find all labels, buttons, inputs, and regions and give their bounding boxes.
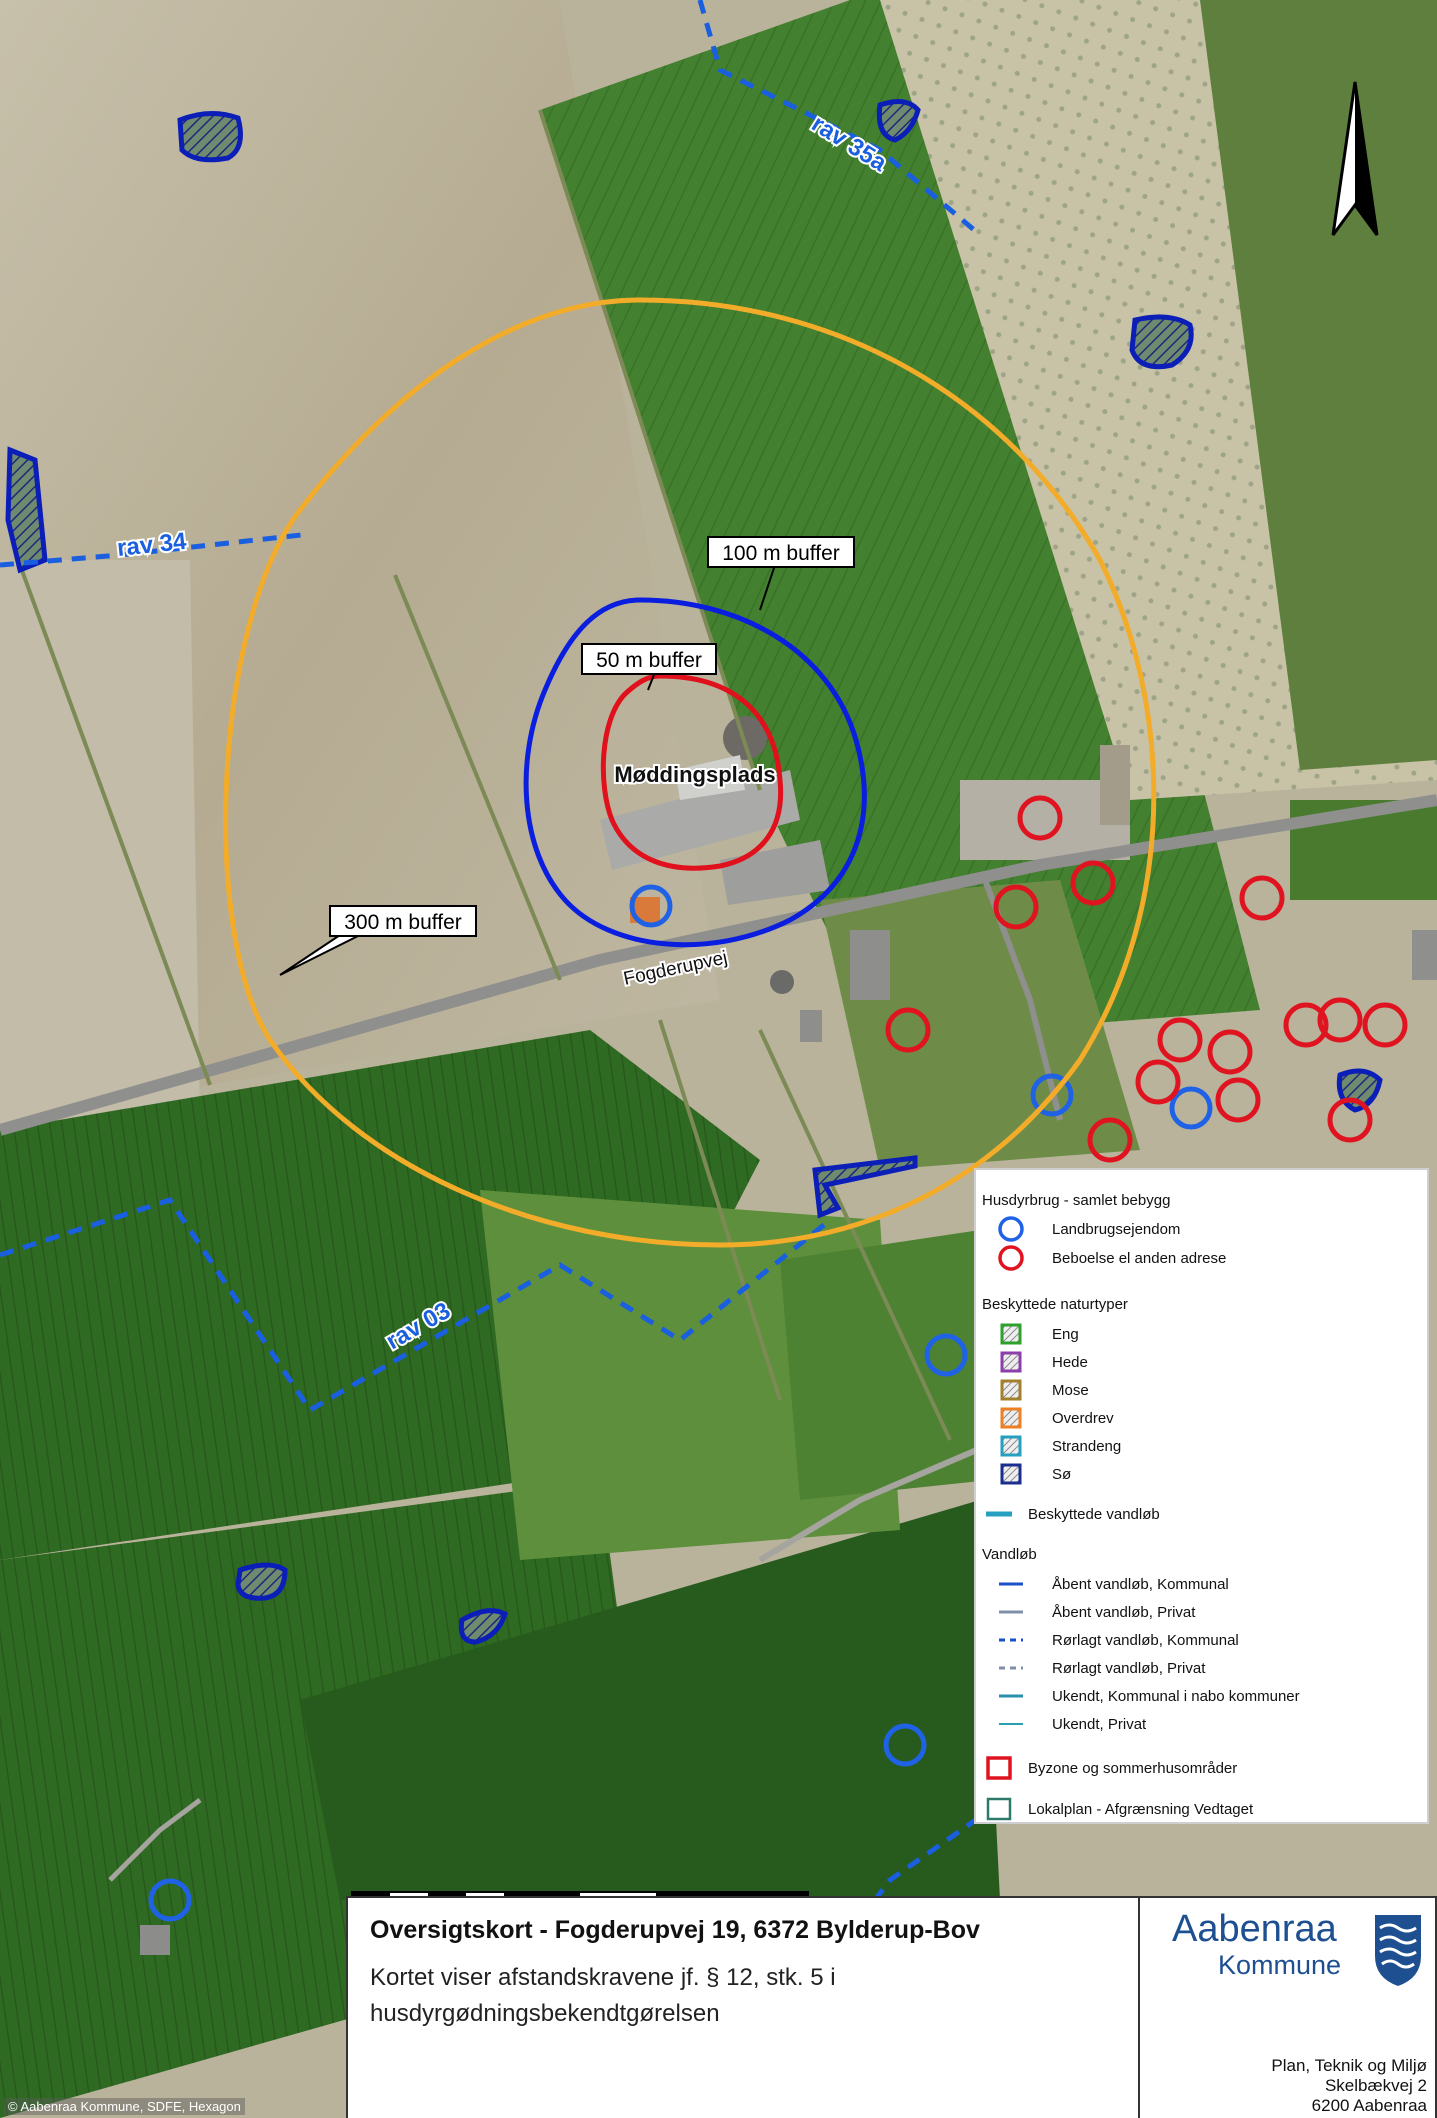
legend-label-beboelse: Beboelse el anden adrese [1052, 1249, 1227, 1267]
stream-line-icon [999, 1582, 1023, 1586]
landbrug-ring-icon [998, 1216, 1024, 1242]
map-title: Oversigtskort - Fogderupvej 19, 6372 Byl… [370, 1916, 980, 1944]
legend-row-vandlob: Rørlagt vandløb, Privat [982, 1656, 1205, 1680]
legend-label-natur: Mose [1052, 1381, 1089, 1399]
aabenraa-coat-of-arms-icon [1375, 1915, 1421, 1986]
legend-row-vandlob: Åbent vandløb, Kommunal [982, 1572, 1229, 1596]
stream-line-icon [999, 1638, 1023, 1642]
legend-row-natur: Eng [982, 1322, 1079, 1346]
legend-label-landbrug: Landbrugsejendom [1052, 1220, 1181, 1238]
label-50m-buffer: 50 m buffer [596, 649, 702, 672]
legend-label-vandlob: Ukendt, Kommunal i nabo kommuner [1052, 1687, 1300, 1705]
department-address: Plan, Teknik og Miljø Skelbækvej 2 6200 … [1271, 2056, 1427, 2116]
legend-row-vandlob: Åbent vandløb, Privat [982, 1600, 1195, 1624]
road-south-lane [758, 1437, 1002, 1563]
legend-row-beboelse: Beboelse el anden adrese [982, 1245, 1227, 1271]
natur-hatch-icon [1000, 1351, 1022, 1373]
legend-label-natur: Sø [1052, 1465, 1072, 1483]
legend-row-beskyttede-vandlob: Beskyttede vandløb [982, 1502, 1160, 1526]
legend-label-vandlob: Ukendt, Privat [1052, 1715, 1147, 1733]
legend-label-vandlob: Åbent vandløb, Kommunal [1052, 1575, 1229, 1593]
natur-hatch-icon [1000, 1379, 1022, 1401]
legend-group-vandlob: Vandløb [982, 1546, 1037, 1563]
legend-label-natur: Overdrev [1052, 1409, 1114, 1427]
stream-line-icon [999, 1694, 1023, 1698]
road-fogderupvej [0, 794, 1437, 1136]
legend-label-beskyttede-vandlob: Beskyttede vandløb [1028, 1505, 1160, 1523]
label-100m-buffer: 100 m buffer [722, 542, 840, 565]
legend-label-vandlob: Åbent vandløb, Privat [1052, 1603, 1196, 1621]
copyright-notice: © Aabenraa Kommune, SDFE, Hexagon [4, 2098, 245, 2115]
callout-100m [707, 536, 855, 568]
legend-group-natur: Beskyttede naturtyper [982, 1296, 1128, 1313]
stream-line-icon [999, 1610, 1023, 1614]
field-south-dark [300, 1500, 1000, 1900]
legend-row-natur: Overdrev [982, 1406, 1114, 1430]
piped-streams [0, 0, 992, 1922]
department-city: 6200 Aabenraa [1311, 2096, 1427, 2115]
legend-label-vandlob: Rørlagt vandløb, Privat [1052, 1659, 1206, 1677]
map-legend: Husdyrbrug - samlet bebygg Landbrugsejen… [974, 1168, 1429, 1824]
field-west-strip [0, 560, 200, 1130]
callout-300m [329, 905, 477, 937]
beboelse-ring-icon [998, 1245, 1024, 1271]
legend-label-natur: Eng [1052, 1325, 1079, 1343]
legend-row-landbrug: Landbrugsejendom [982, 1216, 1181, 1242]
legend-row-natur: Hede [982, 1350, 1088, 1374]
north-arrow-icon [1331, 81, 1379, 236]
logo-name: Aabenraa [1172, 1908, 1337, 1950]
natur-hatch-icon [1000, 1407, 1022, 1429]
legend-label-natur: Hede [1052, 1353, 1088, 1371]
road-southwest-lane [108, 1798, 202, 1882]
legend-label-lokalplan: Lokalplan - Afgrænsning Vedtaget [1028, 1800, 1254, 1818]
label-300m-buffer: 300 m buffer [344, 911, 462, 934]
department-name: Plan, Teknik og Miljø [1271, 2056, 1427, 2075]
natur-hatch-icon [1000, 1463, 1022, 1485]
buffer100-pointer [759, 564, 776, 611]
legend-row-vandlob: Rørlagt vandløb, Kommunal [982, 1628, 1239, 1652]
legend-row-byzone: Byzone og sommerhusområder [982, 1756, 1237, 1780]
legend-row-lokalplan: Lokalplan - Afgrænsning Vedtaget [982, 1797, 1253, 1821]
field-far-east [1200, 0, 1437, 770]
natur-hatch-icon [1000, 1435, 1022, 1457]
logo-block: Aabenraa Kommune Plan, Teknik og Miljø S… [1140, 1896, 1437, 2118]
legend-row-natur: Strandeng [982, 1434, 1121, 1458]
byzone-square-icon [986, 1756, 1012, 1780]
buffer-50m [600, 673, 784, 871]
field-middle-right [780, 1230, 990, 1500]
stream-line-icon [999, 1723, 1023, 1725]
hedgerows [18, 109, 952, 1441]
stream-line-icon [999, 1666, 1023, 1670]
legend-row-natur: Sø [982, 1462, 1071, 1486]
beboelse-rings [885, 795, 1408, 1163]
legend-row-vandlob: Ukendt, Privat [982, 1712, 1146, 1736]
legend-label-vandlob: Rørlagt vandløb, Kommunal [1052, 1631, 1239, 1649]
legend-label-natur: Strandeng [1052, 1437, 1122, 1455]
title-block: Oversigtskort - Fogderupvej 19, 6372 Byl… [346, 1896, 1140, 2118]
map-subtitle: Kortet viser afstandskravene jf. § 12, s… [370, 1964, 836, 2027]
callout-50m [581, 643, 717, 675]
buffer-100m [523, 597, 867, 948]
label-moddingsplads: Møddingsplads [614, 762, 775, 787]
legend-group-husdyrbrug: Husdyrbrug - samlet bebygg [982, 1192, 1171, 1209]
department-street: Skelbækvej 2 [1324, 2076, 1427, 2095]
protected-stream-line-icon [986, 1511, 1012, 1517]
logo-sub: Kommune [1218, 1950, 1342, 1980]
lokalplan-square-icon [986, 1797, 1012, 1821]
legend-row-vandlob: Ukendt, Kommunal i nabo kommuner [982, 1684, 1300, 1708]
legend-label-byzone: Byzone og sommerhusområder [1028, 1759, 1238, 1777]
legend-row-natur: Mose [982, 1378, 1089, 1402]
natur-hatch-icon [1000, 1323, 1022, 1345]
landbrug-rings [148, 884, 1213, 1922]
village-area [820, 880, 1140, 1170]
buffer-300m [223, 297, 1157, 1248]
